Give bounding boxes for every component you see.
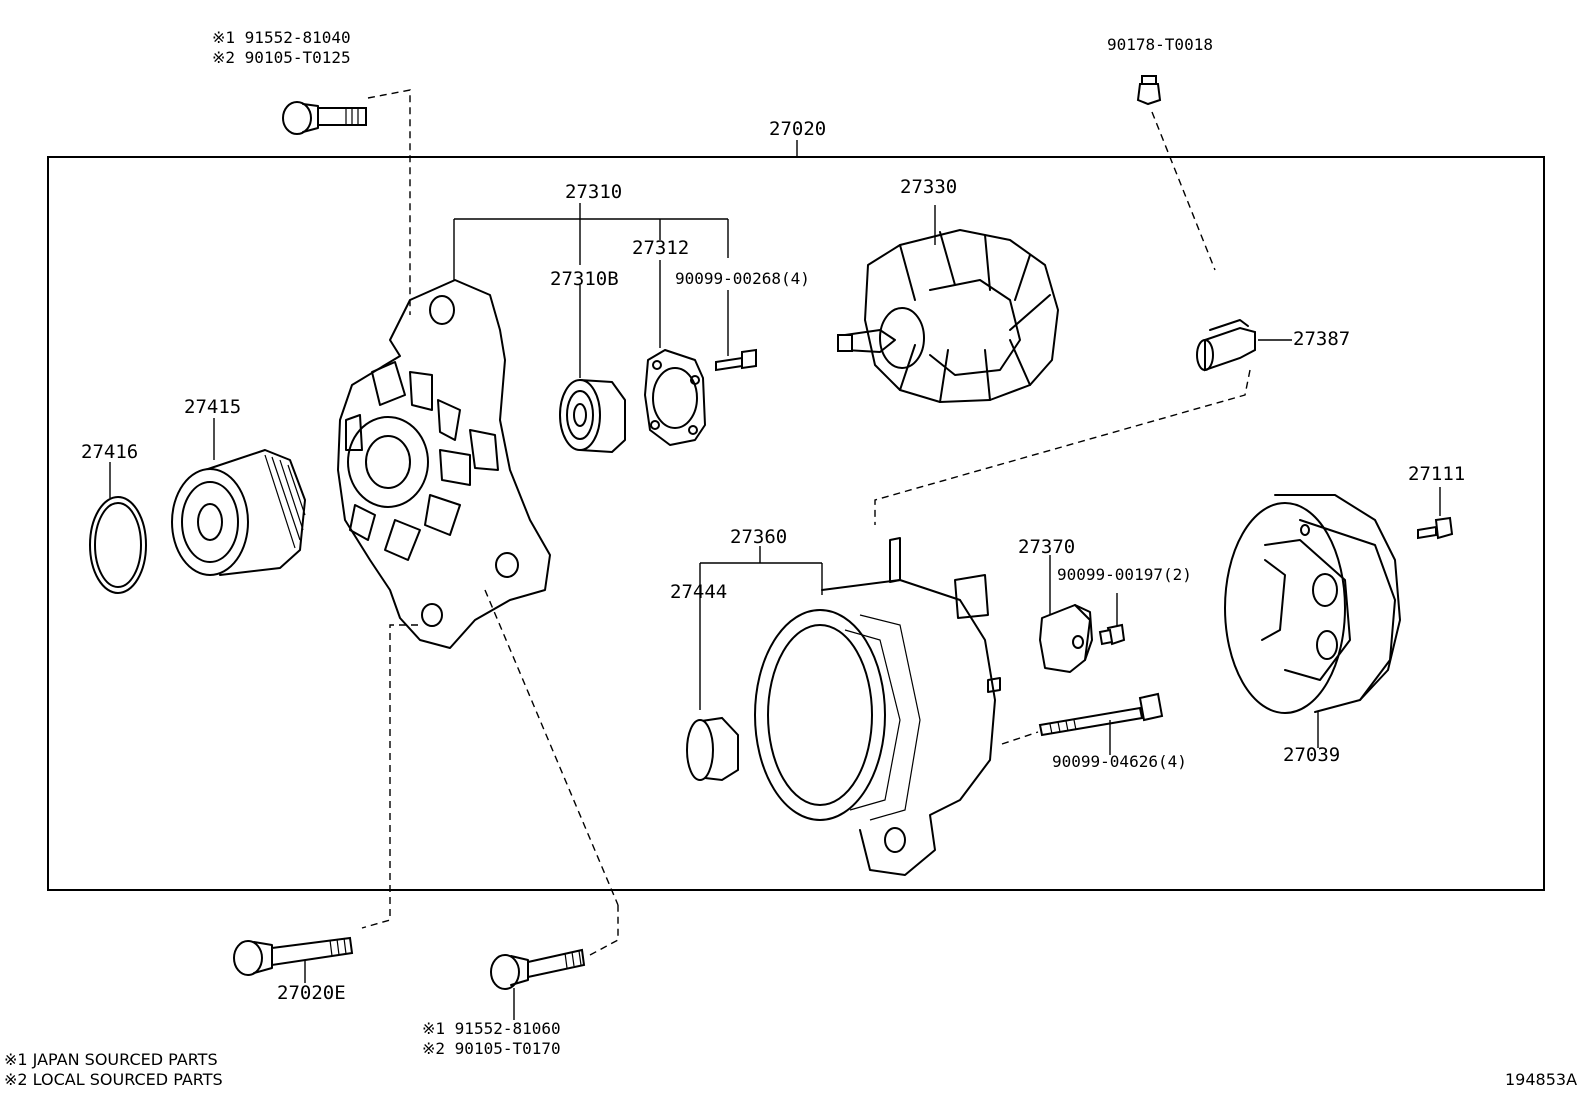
- label-rear-cover: 27039: [1283, 744, 1340, 766]
- label-brush-holder: 27370: [1018, 536, 1075, 558]
- rear-cover[interactable]: [1224, 494, 1401, 714]
- bolt-top-left[interactable]: [282, 101, 367, 135]
- note-local-sourced: ※2 LOCAL SOURCED PARTS: [4, 1070, 223, 1089]
- label-stator-set: 27360: [730, 526, 787, 548]
- label-bolt-bottom-mid-2: ※2 90105-T0170: [422, 1039, 561, 1058]
- rotor[interactable]: [837, 229, 1059, 403]
- bolt-bottom-middle[interactable]: [490, 948, 586, 990]
- nut-top-right[interactable]: [1136, 75, 1162, 106]
- insulator[interactable]: [1196, 319, 1256, 372]
- brush-holder-screw[interactable]: [1098, 623, 1126, 646]
- label-insulator: 27387: [1293, 328, 1350, 350]
- cover-bolt[interactable]: [1417, 516, 1454, 540]
- note-japan-sourced: ※1 JAPAN SOURCED PARTS: [4, 1050, 218, 1069]
- label-brush-screw: 90099-00197(2): [1057, 565, 1192, 584]
- drive-end-frame[interactable]: [337, 279, 551, 649]
- label-bolt-bottom-mid-1: ※1 91552-81060: [422, 1019, 561, 1038]
- retainer-plate[interactable]: [644, 349, 706, 446]
- retainer-screw[interactable]: [715, 348, 757, 372]
- label-through-bolt: 90099-04626(4): [1052, 752, 1187, 771]
- label-retainer-screw: 90099-00268(4): [675, 269, 810, 288]
- stator-rear-frame[interactable]: [754, 537, 1001, 876]
- label-cover-bolt: 27111: [1408, 463, 1465, 485]
- brush-holder[interactable]: [1039, 604, 1093, 673]
- bearing[interactable]: [559, 379, 626, 453]
- label-retainer: 27312: [632, 237, 689, 259]
- label-bolt-top-left-1: ※1 91552-81040: [212, 28, 351, 47]
- label-frame-set: 27310: [565, 181, 622, 203]
- label-nut-top-right: 90178-T0018: [1107, 35, 1213, 54]
- assembly-boundary-box: [47, 156, 1545, 891]
- label-assembly: 27020: [769, 118, 826, 140]
- label-pulley: 27415: [184, 396, 241, 418]
- label-ring: 27416: [81, 441, 138, 463]
- label-collar: 27444: [670, 581, 727, 603]
- bolt-bottom-left[interactable]: [233, 936, 354, 976]
- label-bolt-top-left-2: ※2 90105-T0125: [212, 48, 351, 67]
- through-bolt[interactable]: [1038, 692, 1164, 737]
- collar[interactable]: [686, 716, 739, 782]
- label-bearing: 27310B: [550, 268, 619, 290]
- figure-id: 194853A: [1505, 1070, 1577, 1089]
- snap-ring[interactable]: [89, 496, 147, 594]
- label-bolt-bottom-left: 27020E: [277, 982, 346, 1004]
- label-rotor: 27330: [900, 176, 957, 198]
- pulley[interactable]: [171, 449, 306, 576]
